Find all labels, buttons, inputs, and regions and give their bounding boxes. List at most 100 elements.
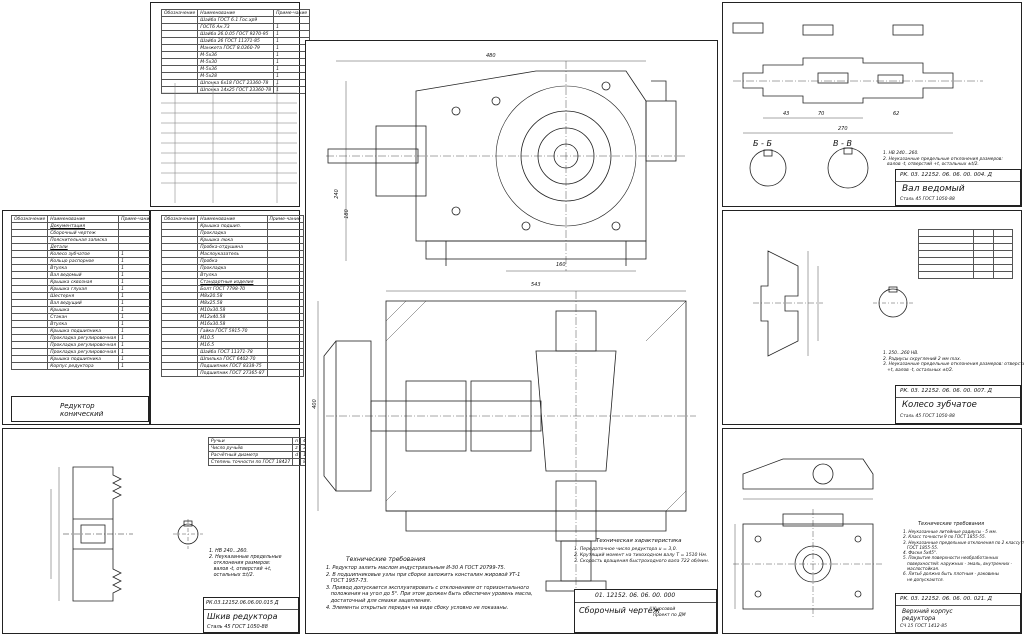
spec-mid-row: Пробка bbox=[197, 257, 268, 265]
shaft-drawing bbox=[732, 22, 983, 189]
spec-mid-row: Крышка подшип. bbox=[197, 222, 268, 230]
housing-notes-title: Технические требования bbox=[918, 521, 985, 527]
assembly-tech-char: 1. Передаточное число редуктора u = 3,0.… bbox=[574, 547, 710, 564]
spec-bottom-table: Обозначение Наименование Приме-чание Док… bbox=[10, 215, 156, 370]
spec-bottom-row: Крышка bbox=[47, 306, 120, 314]
assembly-tech-req: 1. Редуктор залить маслом индустриальным… bbox=[326, 565, 533, 611]
spec-mid-row: Пробка-отдушина bbox=[197, 243, 268, 251]
spec-mid-row: Подшипник ГОСТ 27365-87 bbox=[197, 369, 268, 377]
assembly-dim-section: 400 bbox=[311, 399, 318, 409]
spec-mid-row: Прокладка bbox=[197, 264, 268, 272]
spec-mid-row: М10.5 bbox=[197, 334, 268, 342]
gear-drawing bbox=[753, 250, 913, 357]
pulley-drawing bbox=[50, 466, 203, 602]
spec-bottom-header-name: Наименование bbox=[47, 215, 120, 223]
gear-material: Сталь 45 ГОСТ 1050-88 bbox=[900, 414, 955, 419]
assembly-title: Сборочный чертёж bbox=[579, 606, 660, 615]
spec-bottom-row: Кольцо распорное bbox=[47, 257, 120, 265]
spec-top-grid bbox=[161, 83, 297, 203]
assembly-stamp: 01. 12152. 06. 06. 00. 000 Сборочный чер… bbox=[574, 589, 717, 633]
spec-bottom-row: Крышка подшипника bbox=[47, 355, 120, 363]
spec-bottom-title: Редуктор конический bbox=[60, 402, 104, 418]
spec-bottom-row: Колесо зубчатое bbox=[47, 250, 120, 258]
pulley-param: Расчётный диаметр bbox=[207, 451, 294, 459]
spec-mid-header-note: Приме-чание bbox=[266, 215, 304, 223]
spec-mid-table: Обозначение Наименование Приме-чание Кры… bbox=[160, 215, 304, 377]
spec-bottom-stamp: Редуктор конический bbox=[11, 396, 149, 422]
spec-mid-row: М8х25.58 bbox=[197, 299, 268, 307]
housing-material: СЧ 15 ГОСТ 1412-85 bbox=[900, 624, 947, 629]
shaft-dim-c: 62 bbox=[893, 111, 900, 117]
spec-mid-row: Стандартные изделия bbox=[197, 278, 268, 286]
spec-bottom-header-code: Обозначение bbox=[10, 215, 49, 223]
pulley-sheet: Ручьи n 4 Число ручьёвz3 Расчётный диаме… bbox=[2, 428, 315, 634]
assembly-sheet: 240 180 543 160 480 400 Технические треб… bbox=[305, 40, 718, 634]
spec-bottom-row: Крышка подшипника bbox=[47, 327, 120, 335]
spec-mid-row: М12х40.58 bbox=[197, 313, 268, 321]
gear-stamp-code: РК. 03. 12152. 06. 06. 00. 007. Д bbox=[900, 388, 992, 394]
shaft-material: Сталь 45 ГОСТ 1050-88 bbox=[900, 197, 955, 202]
shaft-stamp: РК. 03. 12152. 06. 06. 00. 004. Д Вал ве… bbox=[895, 169, 1021, 206]
spec-bottom-row: Вал ведомый bbox=[47, 271, 120, 279]
assembly-dim-height-inner: 180 bbox=[343, 209, 350, 219]
shaft-section-vv: В - В bbox=[833, 139, 852, 148]
spec-bottom-row: Стакан bbox=[47, 313, 120, 321]
assembly-subtitle: Курсовой проект по ДМ bbox=[653, 607, 686, 618]
spec-mid-row: М8х20.58 bbox=[197, 292, 268, 300]
spec-bottom-row: Крышка глухая bbox=[47, 285, 120, 293]
spec-mid-row: Подшипник ГОСТ 8338-75 bbox=[197, 362, 268, 370]
spec-bottom-row: Втулка bbox=[47, 264, 120, 272]
spec-mid-header-code: Обозначение bbox=[160, 215, 199, 223]
spec-sheet-mid: Обозначение Наименование Приме-чание Кры… bbox=[150, 210, 304, 425]
housing-stamp: РК. 03. 12152. 06. 06. 00. 021. Д Верхни… bbox=[895, 593, 1021, 633]
pulley-material: Сталь 45 ГОСТ 1050-88 bbox=[207, 624, 268, 630]
shaft-dim-a: 70 bbox=[818, 111, 825, 117]
pulley-notes: 1. НВ 240...260. 2. Неуказанные предельн… bbox=[209, 549, 282, 578]
pulley-stamp: РК.03.12152.06.06.00.015 Д Шкив редуктор… bbox=[203, 597, 299, 633]
assembly-dim-length: 480 bbox=[486, 53, 496, 59]
pulley-params-header: Ручьи bbox=[207, 437, 294, 445]
pulley-title: Шкив редуктора bbox=[207, 612, 278, 621]
housing-notes: 1. Неуказанные литейные радиусы - 5 мм. … bbox=[903, 529, 1024, 582]
spec-mid-header-name: Наименование bbox=[197, 215, 268, 223]
assembly-drawing bbox=[317, 60, 696, 601]
gear-params-table bbox=[918, 229, 1013, 279]
spec-sheet-bottom: Обозначение Наименование Приме-чание Док… bbox=[2, 210, 156, 425]
spec-mid-row: М10х30.58 bbox=[197, 306, 268, 314]
spec-mid-row: Маслоуказатель bbox=[197, 250, 268, 258]
housing-sheet: Технические требования 1. Неуказанные ли… bbox=[722, 428, 1024, 634]
pulley-param: Число ручьёв bbox=[207, 444, 294, 452]
spec-mid-row: Шайба ГОСТ 11371-78 bbox=[197, 348, 268, 356]
housing-stamp-code: РК. 03. 12152. 06. 06. 00. 021. Д bbox=[900, 596, 992, 602]
housing-title: Верхний корпус редуктора bbox=[902, 608, 953, 622]
spec-bottom-row: Крышка сквозная bbox=[47, 278, 120, 286]
gear-stamp: РК. 03. 12152. 06. 06. 00. 007. Д Колесо… bbox=[895, 385, 1021, 424]
shaft-dim-total: 270 bbox=[838, 126, 848, 132]
shaft-sheet: 270 70 43 62 Б - Б В - В 1. НВ 240...260… bbox=[722, 2, 1022, 207]
spec-bottom-row: Вал ведущий bbox=[47, 299, 120, 307]
shaft-notes: 1. НВ 240...260. 2. Неуказанные предельн… bbox=[883, 151, 1003, 167]
assembly-stamp-code: 01. 12152. 06. 06. 00. 000 bbox=[595, 592, 676, 599]
spec-bottom-row: Корпус редуктора bbox=[47, 362, 120, 370]
spec-sheet-top: Обозначение Наименование Приме-чание Шай… bbox=[150, 2, 311, 207]
spec-bottom-row: Прокладка регулировочная bbox=[47, 341, 120, 349]
housing-drawing bbox=[733, 458, 883, 619]
spec-top-table: Обозначение Наименование Приме-чание Шай… bbox=[160, 9, 311, 94]
spec-bottom-row: Детали bbox=[47, 243, 120, 251]
spec-bottom-row: Прокладка регулировочная bbox=[47, 334, 120, 342]
shaft-stamp-code: РК. 03. 12152. 06. 06. 00. 004. Д bbox=[900, 172, 992, 178]
assembly-tech-req-title: Технические требования bbox=[346, 556, 426, 563]
assembly-dim-base: 160 bbox=[556, 262, 566, 268]
spec-bottom-row: Пояснительная записка bbox=[47, 236, 120, 244]
spec-bottom-row: Сборочный чертеж bbox=[47, 229, 120, 237]
assembly-tech-char-title: Техническая характеристика bbox=[596, 538, 682, 544]
spec-mid-row: М16.5 bbox=[197, 341, 268, 349]
gear-sheet: 1. 250...260 НВ. 2. Радиусы скруглений 2… bbox=[722, 210, 1024, 425]
spec-mid-row: Крышка люка bbox=[197, 236, 268, 244]
shaft-title: Вал ведомый bbox=[902, 184, 965, 194]
pulley-param: Степень точности по ГОСТ 18427 bbox=[207, 458, 294, 466]
pulley-stamp-code: РК.03.12152.06.06.00.015 Д bbox=[206, 600, 279, 606]
spec-mid-row: Болт ГОСТ 7798-70 bbox=[197, 285, 268, 293]
spec-bottom-row: Шестерня bbox=[47, 292, 120, 300]
spec-mid-row: М16х30.58 bbox=[197, 320, 268, 328]
